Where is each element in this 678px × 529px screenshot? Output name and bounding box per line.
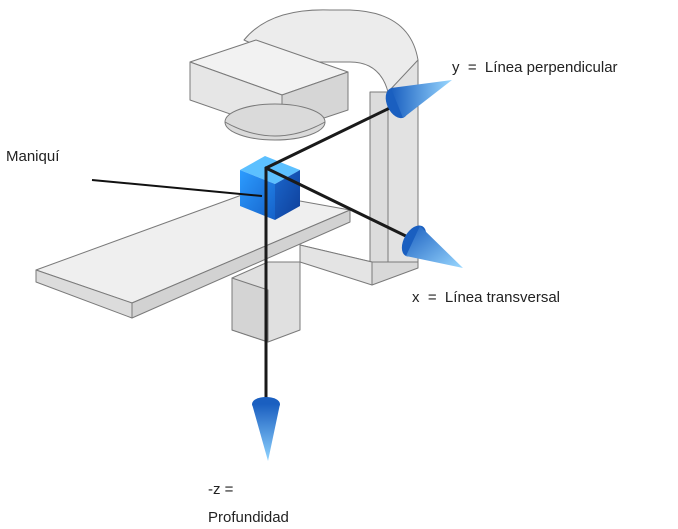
y-axis-label: y = Línea perpendicular bbox=[452, 59, 618, 76]
x-axis-cone bbox=[401, 225, 463, 268]
phantom-leader-line bbox=[91, 179, 263, 197]
z-axis-label-line1: -z = bbox=[208, 481, 234, 498]
z-axis-label-line2: Profundidad bbox=[208, 509, 289, 526]
x-axis-line bbox=[264, 166, 416, 242]
linac-gantry bbox=[35, 9, 419, 343]
phantom-label: Maniquí bbox=[6, 148, 60, 165]
y-axis-line bbox=[264, 102, 400, 170]
x-axis-label: x = Línea transversal bbox=[412, 289, 560, 306]
y-axis-cone bbox=[385, 80, 452, 119]
z-axis-cone bbox=[252, 397, 280, 461]
coordinate-axes bbox=[264, 102, 416, 404]
